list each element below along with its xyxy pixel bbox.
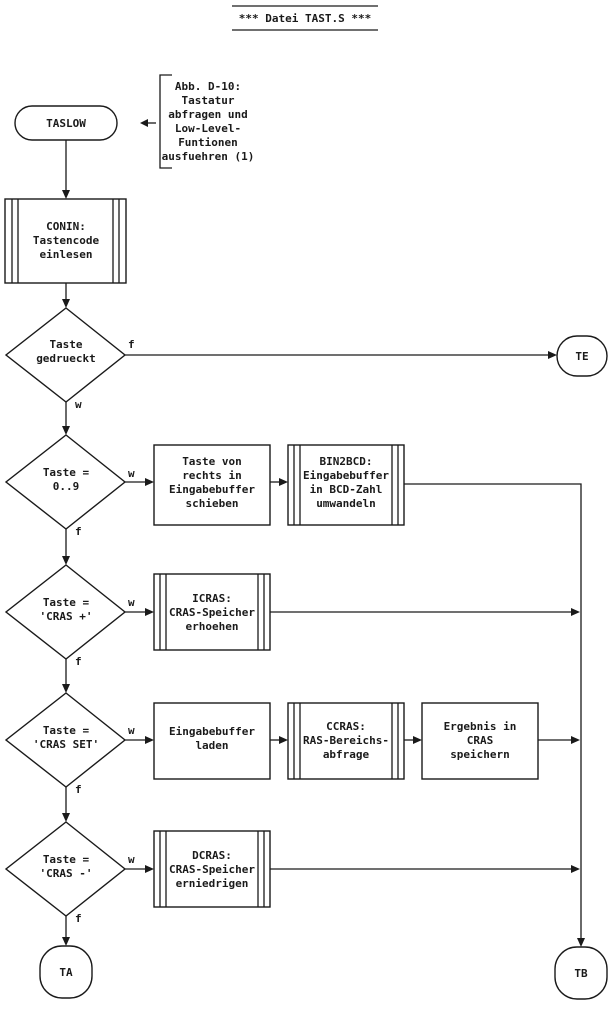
figure-caption: Abb. D-10: Tastatur abfragen und Low-Lev… (140, 74, 255, 169)
icras-line-2: CRAS-Speicher (169, 606, 255, 619)
label-false-3: f (75, 655, 82, 668)
start-label: TASLOW (46, 117, 86, 130)
conin-line-2: Tastencode (33, 234, 100, 247)
caption-line-4: Low-Level- (175, 122, 241, 135)
dcras-line-2: CRAS-Speicher (169, 863, 255, 876)
bin2bcd-line-4: umwandeln (316, 497, 376, 510)
start-terminal: TASLOW (14, 105, 118, 141)
label-false-4: f (75, 783, 82, 796)
decision-cras-minus-line-1: Taste = (43, 853, 90, 866)
dcras-line-1: DCRAS: (192, 849, 232, 862)
store-line-3: speichern (450, 748, 510, 761)
shift-line-2: rechts in (182, 469, 242, 482)
label-true-3: w (128, 596, 135, 609)
icras-box: ICRAS: CRAS-Speicher erhoehen (153, 573, 271, 651)
icras-line-1: ICRAS: (192, 592, 232, 605)
label-false-5: f (75, 912, 82, 925)
store-line-1: Ergebnis in (444, 720, 517, 733)
caption-line-5: Funtionen (178, 136, 238, 149)
conin-line-3: einlesen (40, 248, 93, 261)
dcras-box: DCRAS: CRAS-Speicher erniedrigen (153, 830, 271, 908)
bin2bcd-line-1: BIN2BCD: (320, 455, 373, 468)
decision-cras-set: Taste = 'CRAS SET' (4, 692, 127, 788)
decision-key-pressed-line-1: Taste (49, 338, 82, 351)
shift-line-4: schieben (186, 497, 239, 510)
bin2bcd-box: BIN2BCD: Eingabebuffer in BCD-Zahl umwan… (287, 444, 405, 526)
title: *** Datei TAST.S *** (232, 5, 378, 31)
caption-line-1: Abb. D-10: (175, 80, 241, 93)
decision-cras-plus: Taste = 'CRAS +' (4, 564, 127, 660)
connector-ta-label: TA (59, 966, 73, 979)
ccras-line-2: RAS-Bereichs- (303, 734, 389, 747)
store-line-2: CRAS (467, 734, 494, 747)
caption-line-6: ausfuehren (1) (162, 150, 255, 163)
decision-digit: Taste = 0..9 (4, 434, 127, 530)
label-false-2: f (75, 525, 82, 538)
load-line-2: laden (195, 739, 228, 752)
ccras-box: CCRAS: RAS-Bereichs- abfrage (287, 702, 405, 780)
bin2bcd-line-3: in BCD-Zahl (310, 483, 383, 496)
ccras-line-1: CCRAS: (326, 720, 366, 733)
connector-te: TE (556, 335, 608, 377)
caption-arrow-icon (140, 119, 148, 127)
decision-cras-plus-line-1: Taste = (43, 596, 90, 609)
decision-cras-set-line-2: 'CRAS SET' (33, 738, 99, 751)
title-text: *** Datei TAST.S *** (239, 12, 371, 25)
caption-line-2: Tastatur (182, 94, 235, 107)
label-true-1: w (75, 398, 82, 411)
decision-digit-line-1: Taste = (43, 466, 90, 479)
dcras-line-3: erniedrigen (176, 877, 249, 890)
load-line-1: Eingabebuffer (169, 725, 255, 738)
decision-key-pressed-line-2: gedrueckt (36, 352, 96, 365)
connector-tb-label: TB (574, 967, 588, 980)
bin2bcd-line-2: Eingabebuffer (303, 469, 389, 482)
label-true-2: w (128, 467, 135, 480)
connector-ta: TA (39, 945, 93, 999)
decision-cras-set-line-1: Taste = (43, 724, 90, 737)
decision-key-pressed: Taste gedrueckt (4, 307, 127, 403)
shift-box: Taste von rechts in Eingabebuffer schieb… (153, 444, 271, 526)
decision-cras-plus-line-2: 'CRAS +' (40, 610, 93, 623)
icras-line-3: erhoehen (186, 620, 239, 633)
decision-cras-minus-line-2: 'CRAS -' (40, 867, 93, 880)
shift-line-1: Taste von (182, 455, 242, 468)
connector-te-label: TE (575, 350, 588, 363)
label-false-1: f (128, 338, 135, 351)
store-box: Ergebnis in CRAS speichern (421, 702, 539, 780)
decision-digit-line-2: 0..9 (53, 480, 80, 493)
load-box: Eingabebuffer laden (153, 702, 271, 780)
label-true-4: w (128, 724, 135, 737)
label-true-5: w (128, 853, 135, 866)
conin-box: CONIN: Tastencode einlesen (4, 198, 127, 284)
caption-line-3: abfragen und (168, 108, 247, 121)
ccras-line-3: abfrage (323, 748, 370, 761)
connector-tb: TB (554, 946, 608, 1000)
conin-line-1: CONIN: (46, 220, 86, 233)
decision-cras-minus: Taste = 'CRAS -' (4, 821, 127, 917)
shift-line-3: Eingabebuffer (169, 483, 255, 496)
